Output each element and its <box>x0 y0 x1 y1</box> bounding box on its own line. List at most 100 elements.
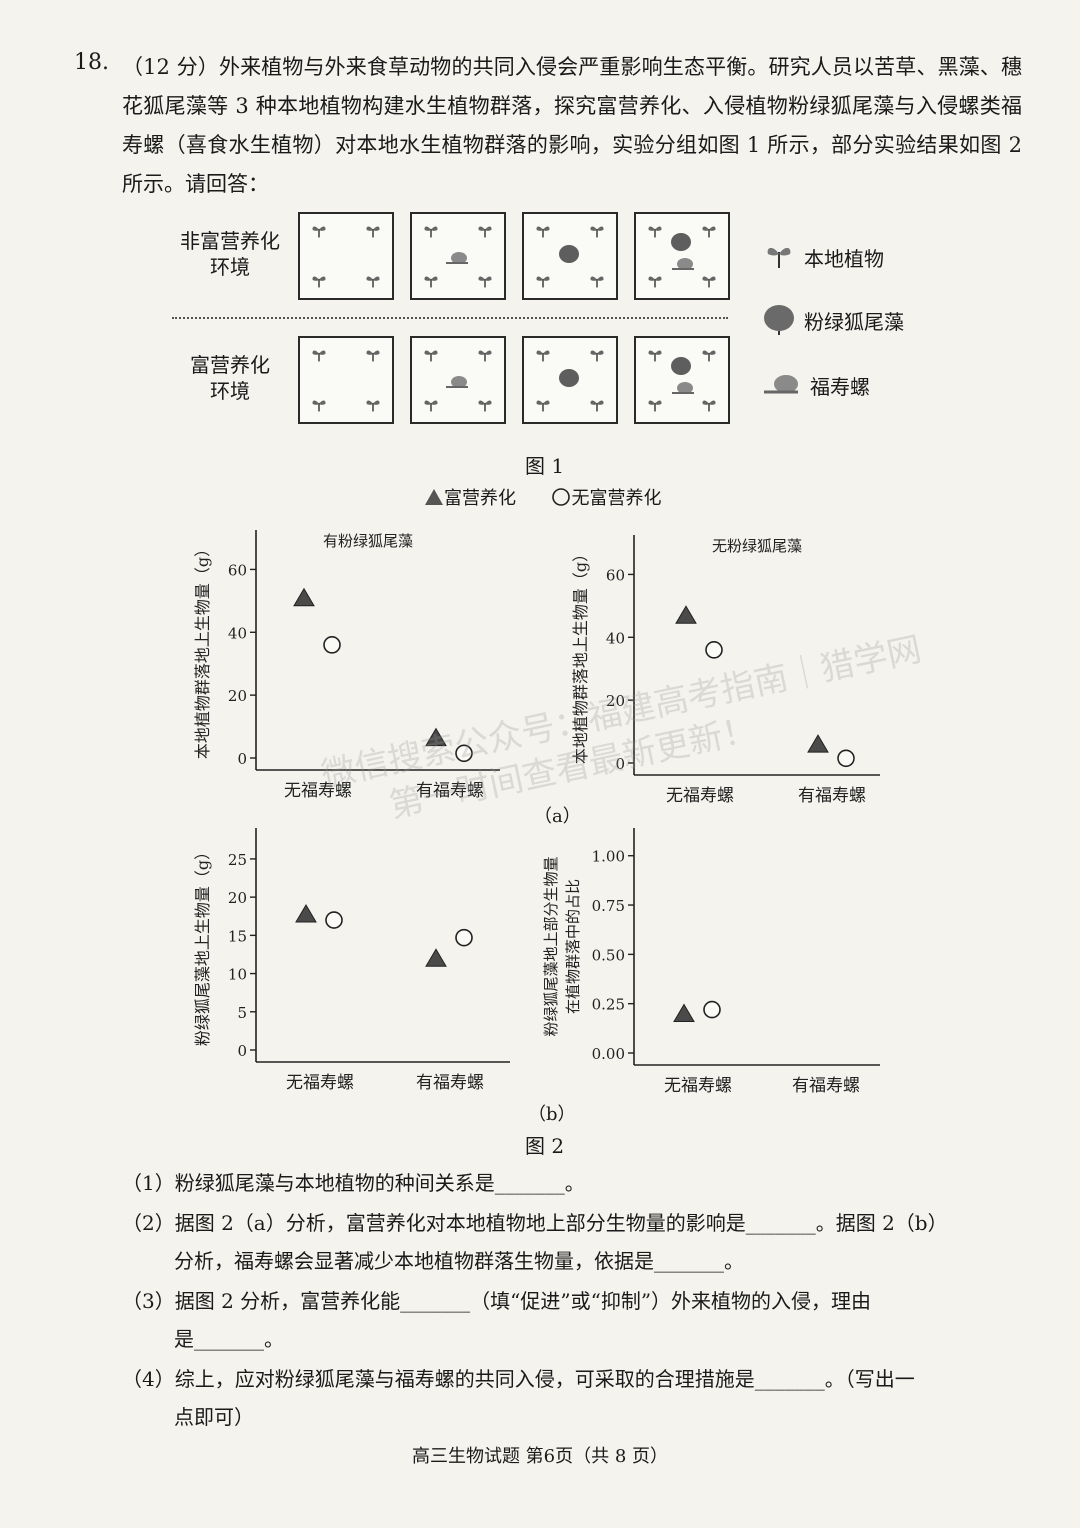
triangle-marker-icon <box>425 489 443 505</box>
native-plant-icon <box>534 396 552 416</box>
y-tick-label: 40 <box>606 629 625 647</box>
y-tick-label: 20 <box>606 692 625 710</box>
snail-icon <box>444 374 470 394</box>
experiment-box <box>634 336 730 424</box>
y-axis-label-line1: 粉绿狐尾藻地上部分生物量 <box>542 856 560 1036</box>
native-plant-icon <box>310 222 328 242</box>
subquestion-1: （1）粉绿狐尾藻与本地植物的种间关系是_______。 <box>122 1164 1022 1202</box>
snail-icon <box>670 256 696 276</box>
y-tick-label: 0.50 <box>592 946 625 964</box>
native-plant-icon <box>700 272 718 292</box>
native-plant-icon <box>646 346 664 366</box>
experiment-box <box>298 336 394 424</box>
invasive-plant-icon <box>670 356 692 382</box>
circle-marker <box>703 1000 721 1019</box>
native-plant-icon <box>700 346 718 366</box>
native-plant-icon <box>310 346 328 366</box>
y-tick-label: 60 <box>228 561 247 579</box>
y-axis-label-line2: 在植物群落中的占比 <box>564 879 582 1014</box>
y-tick-label: 0.25 <box>592 996 625 1014</box>
subquestion-3: （3）据图 2 分析，富营养化能_______（填“促进”或“抑制”）外来植物的… <box>122 1282 1022 1358</box>
native-plant-icon <box>310 272 328 292</box>
native-plant-icon <box>646 222 664 242</box>
native-plant-icon <box>534 272 552 292</box>
experiment-box <box>410 336 506 424</box>
subquestion-2-line1: （2）据图 2（a）分析，富营养化对本地植物地上部分生物量的影响是_______… <box>122 1211 948 1235</box>
triangle-marker <box>675 605 697 624</box>
native-plant-icon <box>476 396 494 416</box>
chart-title: 有粉绿狐尾藻 <box>323 532 413 550</box>
figure1-caption: 图 1 <box>525 454 565 478</box>
row1-label-line1: 非富营养化 <box>180 229 280 253</box>
chart-title: 无粉绿狐尾藻 <box>712 537 802 555</box>
x-tick-label: 无福寿螺 <box>666 786 734 806</box>
figure2-caption: 图 2 <box>525 1134 565 1158</box>
x-tick-label: 无福寿螺 <box>664 1076 732 1096</box>
legend-native <box>764 240 794 270</box>
x-tick-label: 有福寿螺 <box>416 1073 484 1093</box>
native-plant-icon <box>364 346 382 366</box>
native-plant-icon <box>588 272 606 292</box>
circle-marker <box>837 749 855 768</box>
triangle-marker <box>293 587 315 607</box>
y-tick-label: 20 <box>228 889 247 907</box>
circle-marker <box>705 641 723 659</box>
native-plant-icon <box>476 272 494 292</box>
invasive-plant-icon <box>670 232 692 258</box>
y-tick-label: 40 <box>228 624 247 642</box>
triangle-marker <box>425 727 447 747</box>
figure2-charts: 0204060无福寿螺有福寿螺有粉绿狐尾藻本地植物群落地上生物量（g）02040… <box>193 530 880 1096</box>
y-axis-label: 本地植物群落地上生物量（g） <box>193 541 212 759</box>
native-plant-icon <box>700 222 718 242</box>
native-plant-icon <box>588 346 606 366</box>
row2-label-line1: 富营养化 <box>190 353 270 377</box>
y-tick-label: 0 <box>237 750 247 768</box>
invasive-plant-icon <box>764 305 794 335</box>
fig2-sub-b: （b） <box>528 1104 576 1125</box>
row2-label: 富营养化 环境 <box>170 352 290 404</box>
fig2-legend-non: 无富营养化 <box>571 488 662 509</box>
circle-marker <box>455 928 473 947</box>
experiment-box <box>410 212 506 300</box>
subquestion-4-line1: （4）综上，应对粉绿狐尾藻与福寿螺的共同入侵，可采取的合理措施是_______。… <box>122 1367 915 1391</box>
snail-icon <box>670 380 696 400</box>
x-tick-label: 有福寿螺 <box>798 786 866 806</box>
y-tick-label: 25 <box>228 851 247 869</box>
row1-label-line2: 环境 <box>210 255 250 279</box>
y-tick-label: 60 <box>606 566 625 584</box>
triangle-marker <box>673 1003 695 1023</box>
fig2-legend: 富营养化 无富营养化 <box>424 484 661 510</box>
subquestion-3-line2: 是_______。 <box>174 1327 284 1351</box>
page-footer: 高三生物试题 第6页（共 8 页） <box>411 1446 669 1467</box>
native-plant-icon <box>767 247 791 268</box>
subquestion-4-line2: 点即可） <box>174 1405 254 1429</box>
native-plant-icon <box>422 222 440 242</box>
native-plant-icon <box>364 222 382 242</box>
x-tick-label: 有福寿螺 <box>416 781 484 801</box>
legend-invasive-plant-label: 粉绿狐尾藻 <box>804 310 904 334</box>
y-tick-label: 0.75 <box>592 897 625 915</box>
native-plant-icon <box>534 222 552 242</box>
legend-native-label: 本地植物 <box>804 247 884 271</box>
snail-icon <box>764 375 798 394</box>
y-tick-label: 1.00 <box>592 848 625 866</box>
y-tick-label: 0 <box>237 1042 247 1060</box>
question-intro: （12 分）外来植物与外来食草动物的共同入侵会严重影响生态平衡。研究人员以苦草、… <box>122 55 1022 196</box>
native-plant-icon <box>422 272 440 292</box>
row2-label-line2: 环境 <box>210 379 250 403</box>
legend-snail-label: 福寿螺 <box>810 375 870 399</box>
y-tick-label: 15 <box>228 927 247 945</box>
y-axis-label: 粉绿狐尾藻地上生物量（g） <box>193 844 212 1046</box>
circle-marker <box>325 911 343 929</box>
native-plant-icon <box>700 396 718 416</box>
fig2-legend-eutrophic: 富营养化 <box>444 488 516 509</box>
y-tick-label: 5 <box>237 1004 247 1022</box>
native-plant-icon <box>422 396 440 416</box>
circle-marker <box>323 636 341 654</box>
subquestion-2-line2: 分析，福寿螺会显著减少本地植物群落生物量，依据是_______。 <box>174 1249 744 1273</box>
invasive-plant-icon <box>558 244 580 270</box>
question-number: 18. <box>74 50 109 75</box>
experiment-box <box>298 212 394 300</box>
native-plant-icon <box>588 396 606 416</box>
y-tick-label: 20 <box>228 687 247 705</box>
